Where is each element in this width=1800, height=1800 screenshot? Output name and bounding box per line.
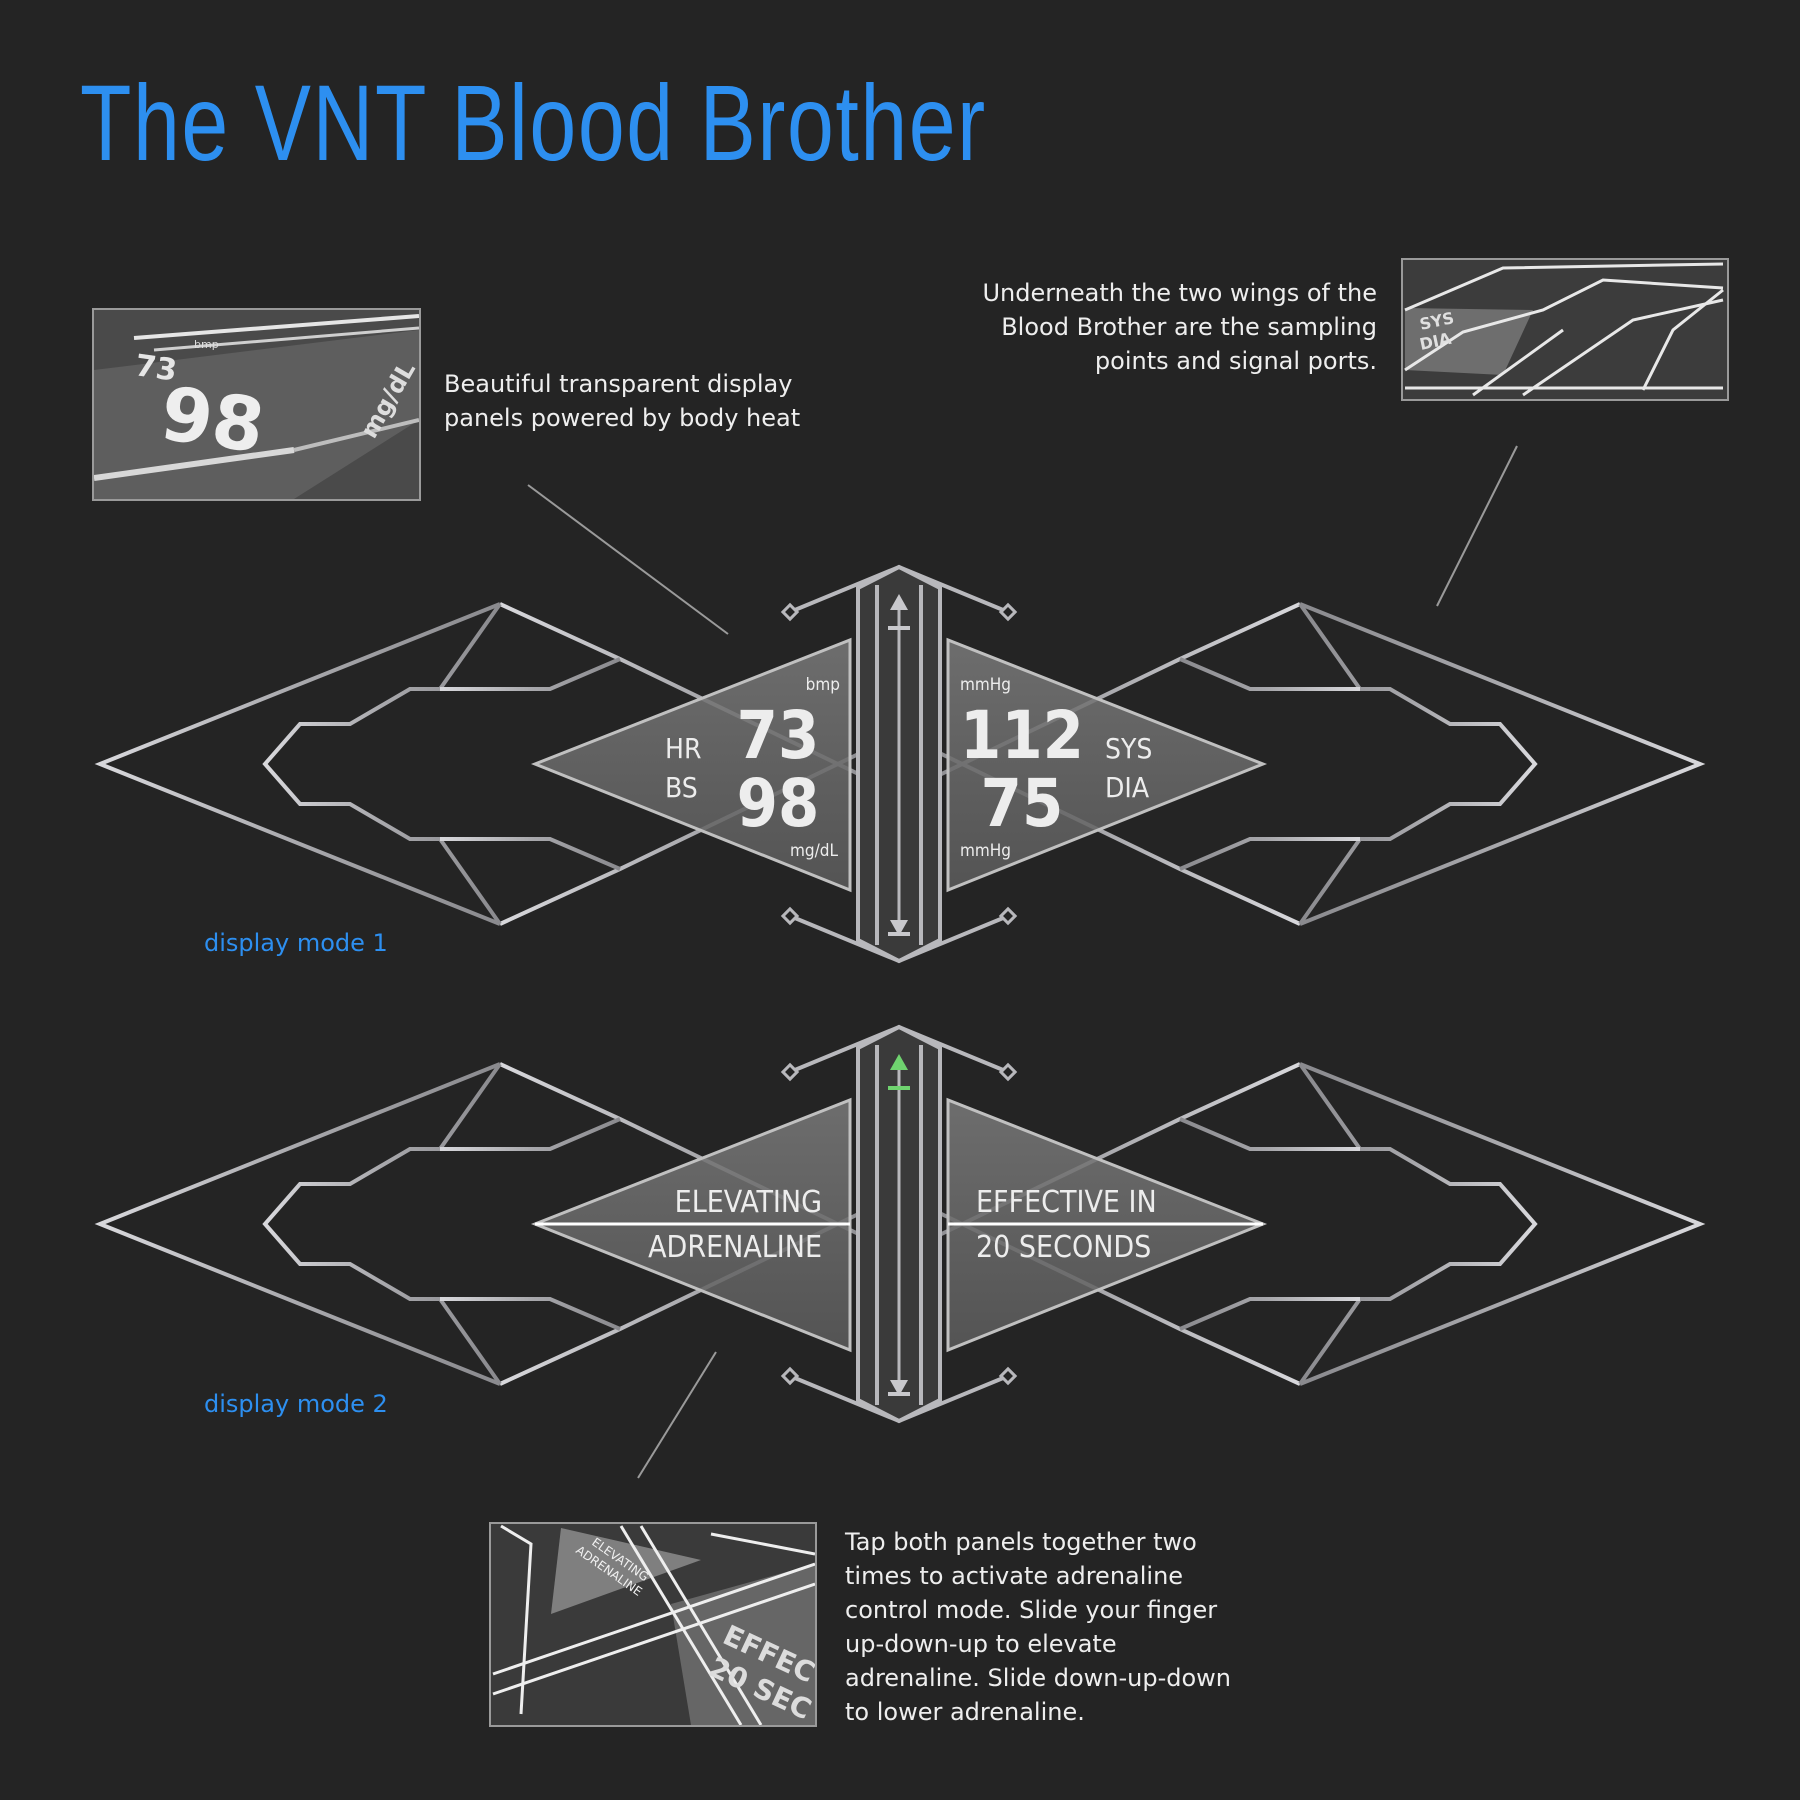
- sys-value: 112: [960, 697, 1084, 774]
- caption-line: Beautiful transparent display: [444, 370, 793, 398]
- arrow-down-icon: [890, 1380, 908, 1396]
- caption-wings: Underneath the two wings of the Blood Br…: [960, 276, 1377, 378]
- wing-closeup-image: SYS DIA: [1401, 258, 1729, 401]
- thumb-hr-value: 73: [133, 348, 179, 388]
- mode2-right-line1: EFFECTIVE IN: [976, 1185, 1157, 1220]
- port-icon: [998, 602, 1018, 622]
- mode2-left-line2: ADRENALINE: [648, 1230, 822, 1265]
- caption-line: Blood Brother are the sampling: [1001, 313, 1377, 341]
- callout-line: [637, 1351, 717, 1479]
- mode-2-label: display mode 2: [204, 1390, 388, 1418]
- mode2-right-line2: 20 SECONDS: [976, 1230, 1151, 1265]
- caption-tap: Tap both panels together two times to ac…: [845, 1525, 1231, 1729]
- port-icon: [780, 1062, 800, 1082]
- caption-line: control mode. Slide your finger: [845, 1596, 1218, 1624]
- page-title: The VNT Blood Brother: [80, 62, 987, 183]
- thumb-unit-top: bmp: [194, 338, 219, 351]
- mode2-left-line1: ELEVATING: [675, 1185, 822, 1220]
- dia-value: 75: [981, 765, 1064, 842]
- port-icon: [998, 1366, 1018, 1386]
- caption-line: up-down-up to elevate: [845, 1630, 1117, 1658]
- center-slider[interactable]: [789, 1024, 1009, 1424]
- callout-line: [527, 484, 729, 635]
- caption-line: adrenaline. Slide down-up-down: [845, 1664, 1232, 1692]
- hr-value: 73: [737, 697, 820, 774]
- dia-label: DIA: [1105, 771, 1150, 804]
- arrow-up-active-icon: [890, 1054, 908, 1070]
- center-slider[interactable]: [789, 564, 1009, 964]
- arrow-down-icon: [890, 920, 908, 936]
- dia-unit: mmHg: [960, 841, 1011, 861]
- right-display-panel[interactable]: [946, 637, 1268, 893]
- sys-unit: mmHg: [960, 675, 1011, 695]
- port-icon: [780, 906, 800, 926]
- caption-line: times to activate adrenaline: [845, 1562, 1184, 1590]
- hr-label: HR: [665, 732, 701, 765]
- device-mode-2: ELEVATING ADRENALINE EFFECTIVE IN 20 SEC…: [98, 1024, 1702, 1424]
- port-icon: [998, 906, 1018, 926]
- port-icon: [780, 1366, 800, 1386]
- caption-line: points and signal ports.: [1094, 347, 1377, 375]
- port-icon: [780, 602, 800, 622]
- caption-line: panels powered by body heat: [444, 404, 801, 432]
- sys-label: SYS: [1105, 732, 1152, 765]
- port-icon: [998, 1062, 1018, 1082]
- adrenaline-closeup-image: ELEVATING ADRENALINE EFFEC 20 SEC: [489, 1522, 817, 1727]
- bs-value: 98: [737, 765, 820, 842]
- thumb-bs-value: 98: [155, 371, 269, 470]
- bs-label: BS: [665, 771, 698, 804]
- caption-panels: Beautiful transparent display panels pow…: [444, 367, 800, 435]
- hr-unit: bmp: [806, 675, 840, 695]
- left-display-panel[interactable]: [530, 637, 852, 893]
- callout-line: [1436, 445, 1518, 607]
- bs-unit: mg/dL: [790, 841, 838, 861]
- device-mode-1: bmp HR BS 73 98 mg/dL mmHg 112 75 SYS DI…: [98, 564, 1702, 964]
- caption-line: Underneath the two wings of the: [982, 279, 1377, 307]
- mode-1-label: display mode 1: [204, 929, 388, 957]
- panel-closeup-image: 73 98 bmp mg/dL: [92, 308, 421, 501]
- arrow-up-icon: [890, 594, 908, 610]
- caption-line: Tap both panels together two: [845, 1528, 1197, 1556]
- caption-line: to lower adrenaline.: [845, 1698, 1085, 1726]
